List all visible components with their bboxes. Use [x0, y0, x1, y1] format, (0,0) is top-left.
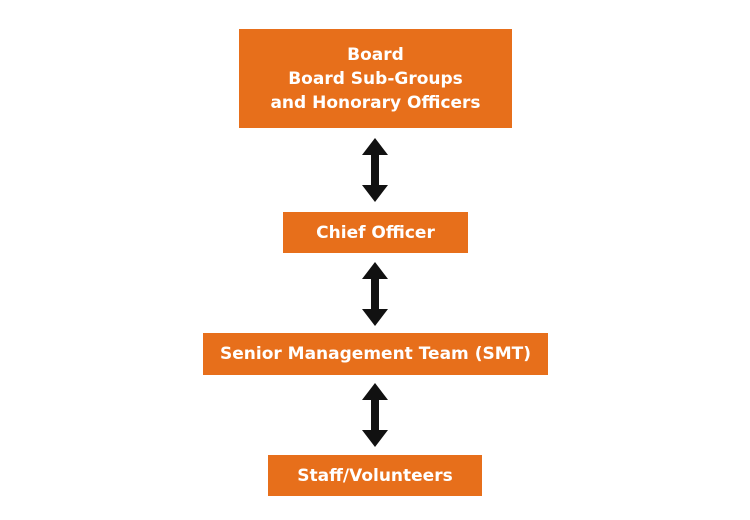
double-arrow-icon: [362, 262, 388, 326]
board-node-line-1: Board: [347, 44, 404, 65]
staff-volunteers-node: Staff/Volunteers: [268, 455, 482, 496]
smt-node: Senior Management Team (SMT): [203, 333, 548, 375]
smt-label: Senior Management Team (SMT): [219, 344, 531, 364]
staff-volunteers-label: Staff/Volunteers: [297, 465, 453, 486]
board-node-line-2: Board Sub-Groups: [288, 68, 463, 89]
double-arrow-icon: [362, 138, 388, 202]
board-node: Board Board Sub-Groups and Honorary Offi…: [239, 29, 512, 128]
double-arrow-icon: [362, 383, 388, 447]
chief-officer-label: Chief Officer: [316, 222, 435, 243]
board-node-line-3: and Honorary Officers: [270, 92, 481, 113]
chief-officer-node: Chief Officer: [283, 212, 468, 253]
